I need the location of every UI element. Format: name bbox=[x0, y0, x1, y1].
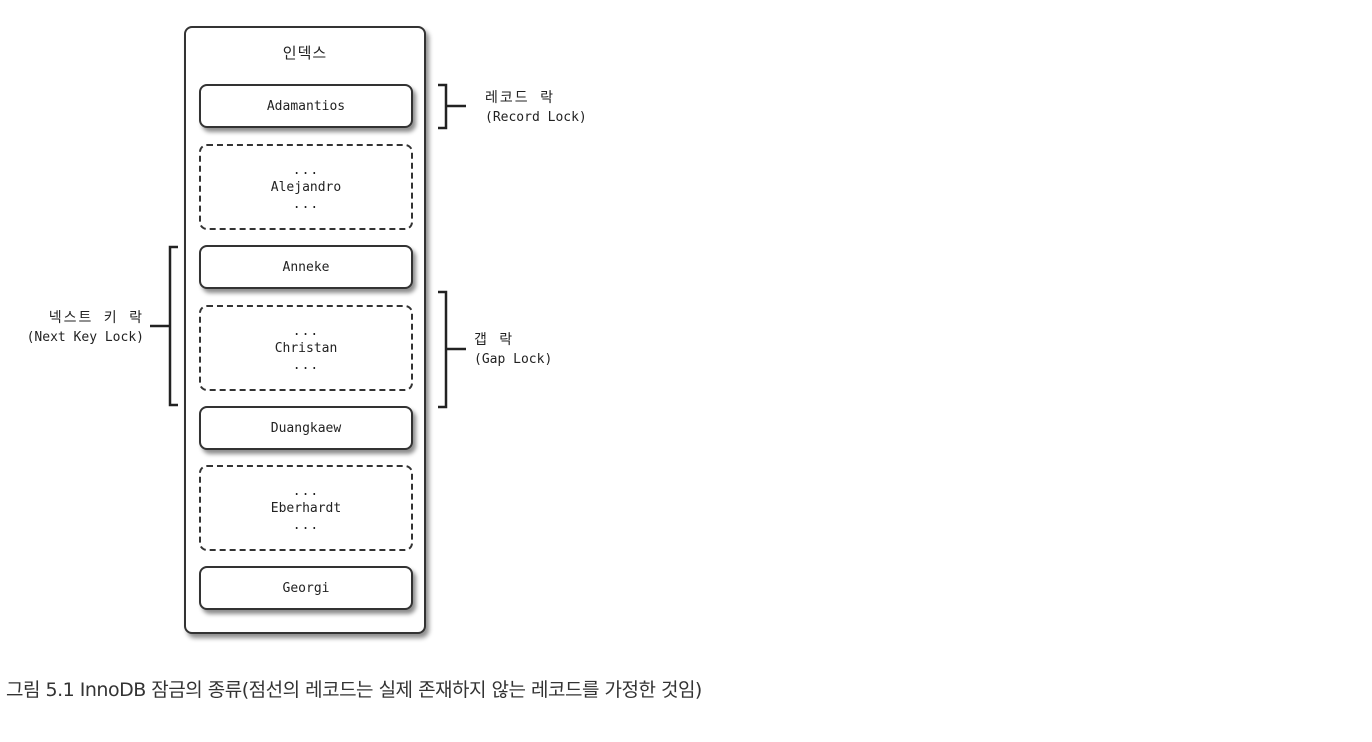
record-christan-gap: ... Christan ... bbox=[199, 305, 413, 391]
ellipsis-top: ... bbox=[292, 162, 320, 178]
ellipsis-top: ... bbox=[292, 323, 320, 339]
gap-lock-label-en: (Gap Lock) bbox=[474, 352, 553, 367]
record-alejandro-gap: ... Alejandro ... bbox=[199, 144, 413, 230]
figure-caption: 그림 5.1 InnoDB 잠금의 종류(점선의 레코드는 실제 존재하지 않는… bbox=[6, 679, 702, 701]
next-key-lock-label-ko: 넥스트 키 락 bbox=[48, 310, 144, 326]
next-key-lock-label-en: (Next Key Lock) bbox=[26, 330, 144, 345]
record-lock-bracket bbox=[438, 83, 466, 130]
record-label: Adamantios bbox=[266, 98, 346, 114]
gap-lock-bracket bbox=[438, 290, 466, 409]
gap-lock-label: 갭 락 (Gap Lock) bbox=[474, 330, 552, 370]
ellipsis-bottom: ... bbox=[292, 196, 320, 212]
ellipsis-bottom: ... bbox=[292, 357, 320, 373]
record-duangkaew: Duangkaew bbox=[199, 406, 413, 450]
record-label: Duangkaew bbox=[270, 420, 342, 436]
record-lock-label-en: (Record Lock) bbox=[485, 110, 587, 125]
next-key-lock-bracket bbox=[150, 245, 178, 407]
ellipsis-top: ... bbox=[292, 483, 320, 499]
record-label: Georgi bbox=[282, 580, 330, 596]
index-title: 인덱스 bbox=[282, 44, 328, 62]
record-anneke: Anneke bbox=[199, 245, 413, 289]
record-georgi: Georgi bbox=[199, 566, 413, 610]
record-label: Anneke bbox=[282, 259, 330, 275]
record-adamantios: Adamantios bbox=[199, 84, 413, 128]
gap-lock-label-ko: 갭 락 bbox=[474, 332, 515, 348]
record-label: Eberhardt bbox=[270, 500, 342, 516]
record-eberhardt-gap: ... Eberhardt ... bbox=[199, 465, 413, 551]
record-lock-label-ko: 레코드 락 bbox=[485, 90, 555, 106]
record-lock-label: 레코드 락 (Record Lock) bbox=[485, 88, 587, 128]
record-label: Alejandro bbox=[270, 179, 342, 195]
record-label: Christan bbox=[274, 340, 338, 356]
ellipsis-bottom: ... bbox=[292, 517, 320, 533]
next-key-lock-label: 넥스트 키 락 (Next Key Lock) bbox=[10, 308, 144, 348]
